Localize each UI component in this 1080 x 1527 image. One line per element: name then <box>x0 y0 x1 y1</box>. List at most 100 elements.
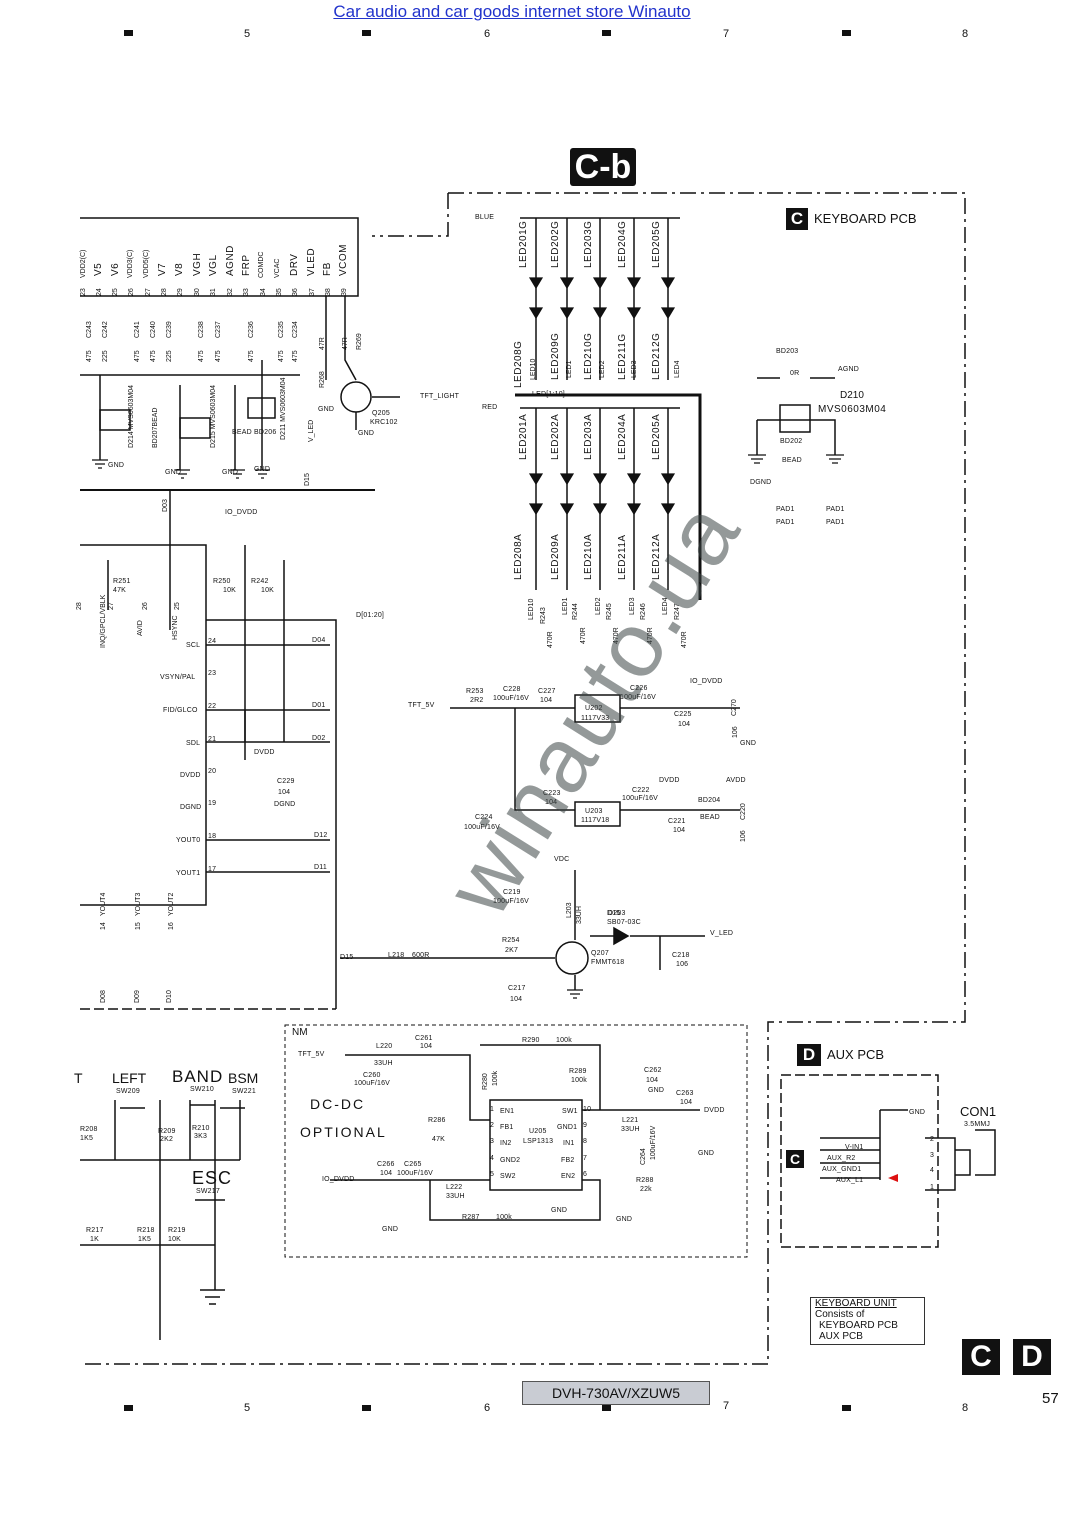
resistor-value: 2K2 <box>160 1136 174 1143</box>
net-label: DVDD <box>254 749 275 756</box>
led-label: LED210G <box>583 332 594 380</box>
led-label: LED209G <box>550 332 561 380</box>
resistor-label: R209 <box>158 1128 176 1135</box>
part-label: C264 <box>640 1148 647 1165</box>
cap-label: C238 <box>198 321 205 338</box>
pin-number: 17 <box>208 866 217 873</box>
led-label: LED202G <box>550 220 561 268</box>
part-label: R254 <box>502 937 520 944</box>
ic-pin-number: 10 <box>583 1106 592 1113</box>
pin-label: VCOM <box>338 244 349 276</box>
part-value: 104 <box>540 697 553 704</box>
button-label-band: BAND <box>172 1067 224 1086</box>
resistor-label: R250 <box>213 578 231 585</box>
gnd-label: GND <box>616 1216 633 1223</box>
store-link[interactable]: Car audio and car goods internet store W… <box>333 2 691 21</box>
net-label: AGND <box>838 366 860 373</box>
part-label: C228 <box>503 686 521 693</box>
column-number: 8 <box>962 28 969 40</box>
part-label: L221 <box>622 1117 639 1124</box>
diode-label: D203 <box>608 910 626 917</box>
part-label: R289 <box>569 1068 587 1075</box>
connector-tag: C <box>786 1150 804 1168</box>
con1-pin-number: 1 <box>930 1184 935 1191</box>
ic-pin: SW2 <box>500 1173 516 1180</box>
led-label: LED204G <box>617 220 628 268</box>
part-label: R253 <box>466 688 484 695</box>
cap-value: 225 <box>102 350 109 362</box>
column-number: 6 <box>484 1402 491 1414</box>
keyboard-unit-box: KEYBOARD UNIT Consists of KEYBOARD PCB A… <box>810 1297 925 1345</box>
part-value: 104 <box>420 1043 433 1050</box>
pin-number: 15 <box>135 922 142 930</box>
ic-pin: GND2 <box>500 1157 521 1164</box>
net-label: D04 <box>312 637 326 644</box>
pin-label: V5 <box>93 262 104 276</box>
keyboard-unit-line: KEYBOARD PCB <box>819 1320 898 1331</box>
pin-label: YOUT0 <box>176 837 201 844</box>
gnd-label: GND <box>318 406 335 413</box>
part-value: 100k <box>571 1077 587 1084</box>
pin-label: COMDC <box>258 251 265 278</box>
page-number: 57 <box>1042 1390 1059 1407</box>
ic-pin: SW1 <box>562 1108 578 1115</box>
resistor-label: R244 <box>572 603 579 620</box>
pin-number: 19 <box>208 800 217 807</box>
gnd-label: GND <box>648 1087 665 1094</box>
cap-label: C229 <box>277 778 295 785</box>
net-label: D15 <box>304 473 311 486</box>
part-label: C262 <box>644 1067 662 1074</box>
sheet-label: C-b <box>570 148 636 186</box>
resistor-value: 470R <box>547 631 554 648</box>
grid-marker <box>124 1405 133 1411</box>
grid-marker <box>842 1405 851 1411</box>
cap-label: C241 <box>134 321 141 338</box>
resistor-label: R251 <box>113 578 131 585</box>
pin-number: 29 <box>177 288 184 296</box>
pin-number: 21 <box>208 736 217 743</box>
grid-marker <box>602 1405 611 1411</box>
led-label: LED208G <box>513 340 524 388</box>
aux-pin: AUX_L1 <box>836 1177 864 1184</box>
net-label: D08 <box>100 990 107 1003</box>
bead-label: BEAD BD206 <box>232 429 277 436</box>
resistor-label: R242 <box>251 578 269 585</box>
pin-label: V8 <box>174 262 185 276</box>
part-value: 100k <box>492 1070 499 1086</box>
pin-number: 38 <box>325 288 332 296</box>
pin-label: SCL <box>186 642 201 649</box>
led-label: LED201A <box>518 413 529 460</box>
gnd-label: GND <box>909 1109 926 1116</box>
net-label: BLUE <box>475 214 495 221</box>
pin-label: VDD3(C) <box>127 249 134 278</box>
led-label: LED212G <box>651 332 662 380</box>
column-number: 7 <box>723 28 730 40</box>
transistor-type: KRC102 <box>370 419 398 426</box>
ic-pin-number: 5 <box>490 1171 495 1178</box>
part-value: 47K <box>432 1136 446 1143</box>
pin-number: 23 <box>80 288 87 296</box>
pin-number: 25 <box>112 288 119 296</box>
pin-number: 18 <box>208 833 217 840</box>
pad-label: PAD1 <box>776 506 795 513</box>
led-net: LED2 <box>599 360 606 378</box>
aux-pcb-tag: D <box>797 1044 821 1066</box>
net-label: IO_DVDD <box>322 1176 355 1183</box>
part-value: 100k <box>556 1037 572 1044</box>
diode-label: D215 MVS0603M04 <box>210 384 217 448</box>
pin-number: 37 <box>309 288 316 296</box>
resistor-label: R208 <box>80 1126 98 1133</box>
part-label: C227 <box>538 688 556 695</box>
pin-label: DRV <box>289 253 300 276</box>
pin-label: DGND <box>180 804 202 811</box>
aux-pin: V-IN1 <box>845 1144 864 1151</box>
pin-label: INQ/GPCL/VBLK <box>100 594 107 648</box>
led-label: LED203A <box>583 413 594 460</box>
ic-pin: IN2 <box>500 1140 512 1147</box>
grid-marker <box>124 30 133 36</box>
net-label: IO_DVDD <box>690 678 723 685</box>
ic-pin-number: 6 <box>583 1171 588 1178</box>
pin-number: 16 <box>168 922 175 930</box>
led-label: LED202A <box>550 413 561 460</box>
